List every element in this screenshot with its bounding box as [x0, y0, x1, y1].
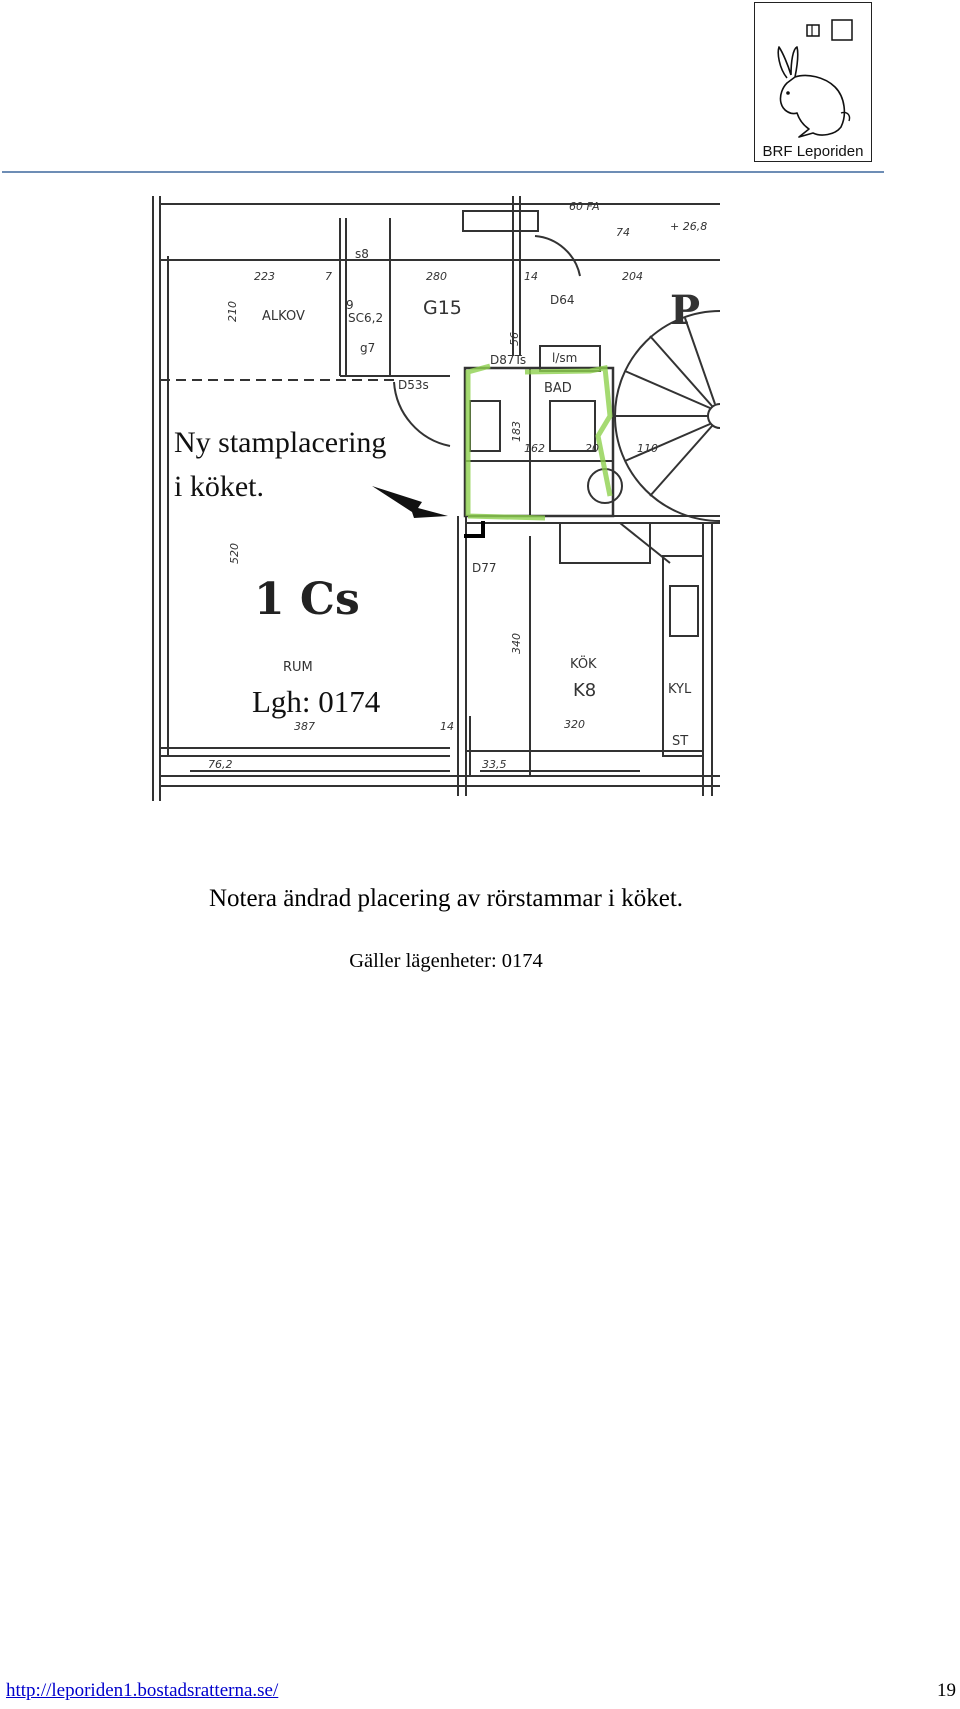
logo-text: BRF Leporiden: [762, 143, 864, 160]
apartment-label: Lgh: 0174: [252, 684, 381, 719]
stair-p-label: P: [670, 287, 700, 334]
page-number: 19: [937, 1680, 956, 1701]
pipe-highlight: [465, 363, 613, 521]
brf-logo: BRF Leporiden: [754, 2, 872, 162]
label-d87ts: D87Ts: [490, 353, 526, 367]
dim-76: 76,2: [208, 758, 233, 771]
label-d53s: D53s: [398, 378, 429, 392]
header-rule: [2, 171, 884, 173]
label-lsm: l/sm: [552, 351, 577, 365]
label-sc: SC6,2: [348, 311, 383, 325]
dim-520: 520: [228, 543, 241, 564]
floor-plan: Ny stamplacering i köket. Lgh: 0174 1 Cs…: [150, 196, 720, 806]
room-kok: KÖK: [570, 655, 597, 672]
dim-387: 387: [294, 720, 315, 733]
dim-204: 204: [622, 270, 643, 283]
label-d77: D77: [472, 561, 497, 575]
annotation-line1: Ny stamplacering: [174, 426, 386, 459]
room-kyl: KYL: [668, 682, 692, 697]
annotation-line2: i köket.: [174, 470, 264, 503]
dim-340: 340: [510, 633, 523, 654]
room-st: ST: [672, 734, 688, 749]
dim-74: 74: [616, 226, 630, 239]
label-s8: s8: [355, 247, 369, 261]
dim-60fa: 60 FA: [569, 200, 600, 213]
caption-sub: Gäller lägenheter: 0174: [349, 950, 543, 972]
dim-223: 223: [254, 270, 275, 283]
dim-162: 162: [524, 442, 545, 455]
rabbit-logo-icon: [777, 19, 853, 138]
dim-320: 320: [564, 718, 585, 731]
big-room-label: 1 Cs: [254, 574, 360, 625]
stack-marker-icon: [464, 521, 485, 538]
dim-280: 280: [426, 270, 447, 283]
dim-14b: 14: [440, 720, 454, 733]
plan-walls: [152, 196, 720, 801]
dim-14: 14: [524, 270, 538, 283]
dim-183: 183: [510, 421, 523, 442]
dim-110: 110: [637, 442, 658, 455]
dim-33: 33,5: [482, 758, 507, 771]
arrow-icon: [372, 486, 448, 518]
label-d64: D64: [550, 293, 575, 307]
room-rum: RUM: [283, 660, 313, 675]
caption-main: Notera ändrad placering av rörstammar i …: [208, 885, 684, 912]
room-alkov: ALKOV: [262, 309, 305, 324]
dim-56: 56: [508, 332, 521, 346]
footer-link[interactable]: http://leporiden1.bostadsratterna.se/: [6, 1680, 279, 1701]
dim-7: 7: [325, 270, 332, 283]
dim-268: + 26,8: [670, 220, 707, 233]
room-bad: BAD: [544, 381, 572, 396]
room-k8: K8: [573, 680, 596, 701]
dim-20: 20: [585, 442, 599, 455]
dim-210: 210: [226, 301, 239, 322]
label-9: 9: [346, 298, 354, 312]
label-g7: g7: [360, 341, 375, 355]
room-g15: G15: [423, 297, 462, 319]
